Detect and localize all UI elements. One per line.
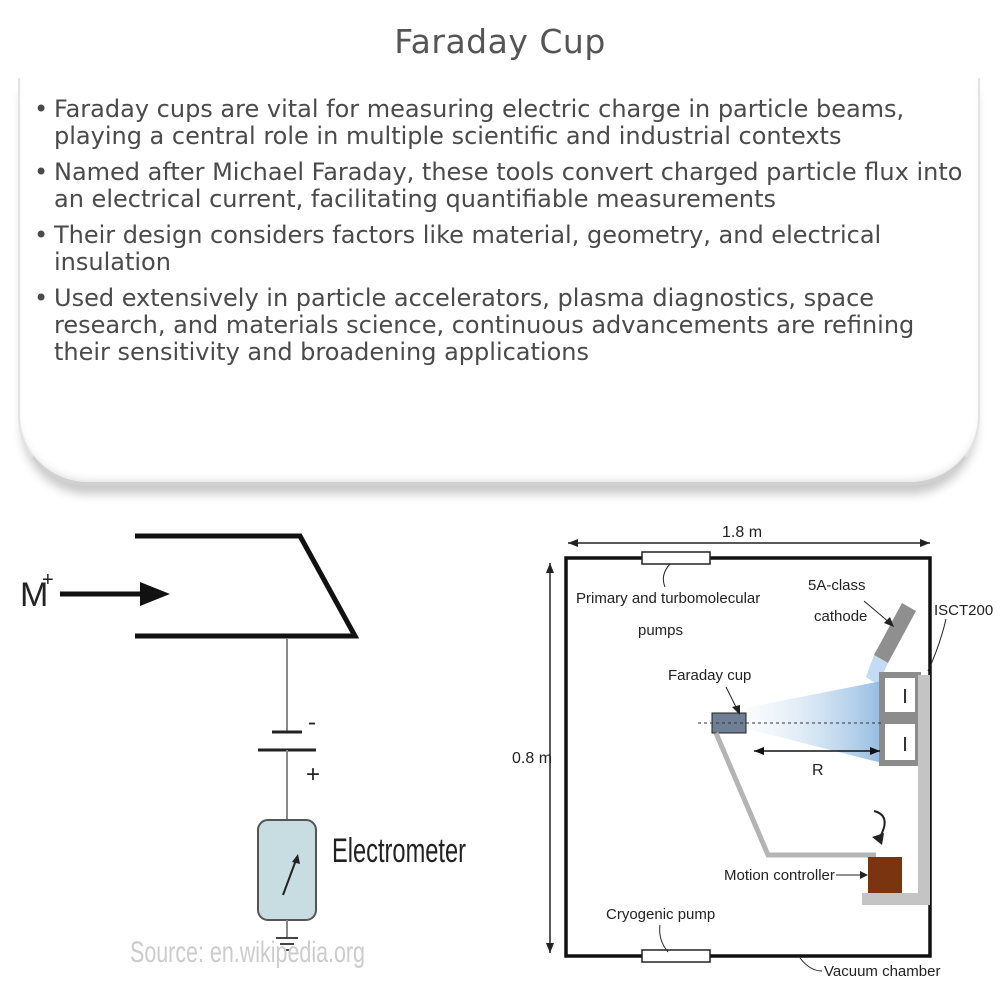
bullet-item: •Faraday cups are vital for measuring el… [34,96,964,150]
r-arrow-right [870,747,880,755]
bullet-dot: • [34,95,49,123]
faraday-cup-label: Faraday cup [668,667,751,684]
bullet-list: •Faraday cups are vital for measuring el… [34,96,964,375]
cup-outline [135,533,360,639]
r-arrow-left [754,747,764,755]
motion-controller-label: Motion controller [724,867,835,884]
ion-beam-arrow-head [140,582,170,606]
primary-pump-leader [662,563,671,588]
cathode-leader-arrow [884,617,894,627]
isct-leader [927,618,947,672]
electrometer-needle [282,859,297,896]
battery-plus-label: + [306,761,320,788]
ion-plume [740,681,882,763]
bullet-item: •Their design considers factors like mat… [34,222,964,276]
support-base [862,893,930,905]
vacuum-chamber-leader [799,957,823,972]
battery-minus-label: - [308,709,316,736]
vacuum-chamber-label: Vacuum chamber [824,963,940,980]
isct-label: ISCT200 [934,602,993,619]
width-arrow-right [920,539,930,547]
height-label: 0.8 m [512,750,552,767]
thruster-body-bottom [879,718,921,766]
ion-label: M [20,576,48,614]
width-label: 1.8 m [722,524,762,541]
r-label: R [812,762,824,779]
cryogenic-pump [641,949,711,963]
cathode-leader [863,600,891,624]
support-column [918,675,930,903]
thruster-body-top [879,672,921,718]
bullet-dot: • [34,284,49,312]
bullet-item: •Named after Michael Faraday, these tool… [34,159,964,213]
bullet-text: Used extensively in particle accelerator… [54,284,915,366]
motion-controller [868,857,902,893]
height-arrow-top [546,563,554,573]
page-title: Faraday Cup [394,22,606,61]
primary-pump [641,551,711,565]
faraday-cup-circuit-diagram: M + - + Electrometer Source: en.wikipedi… [20,533,466,969]
probe-arm [713,732,876,858]
bullet-item: •Used extensively in particle accelerato… [34,285,964,366]
cathode [874,603,916,663]
rotation-arrow-head [872,833,884,845]
bullet-text: Named after Michael Faraday, these tools… [54,158,963,213]
bullet-text: Faraday cups are vital for measuring ele… [54,95,905,150]
source-label: Source: en.wikipedia.org [130,936,365,969]
motion-controller-leader-arrow [860,871,868,879]
vacuum-chamber-setup-diagram: 1.8 m 0.8 m Primary and turbomolecular p… [512,524,993,980]
height-arrow-bottom [546,943,554,953]
cryogenic-pump-leader [659,924,669,953]
bullet-dot: • [34,221,49,249]
rotation-arrow-icon [873,810,886,842]
bullet-text: Their design considers factors like mate… [54,221,882,276]
electrometer-box [257,819,317,921]
cathode-label-line1: 5A-class [808,577,866,594]
electrometer-needle-tip [292,854,300,864]
width-arrow-left [568,539,578,547]
primary-pumps-label-line1: Primary and turbomolecular [576,590,760,607]
cryogenic-pump-label: Cryogenic pump [606,906,715,923]
ion-charge-label: + [42,569,54,591]
cathode-glow [866,655,888,685]
bullet-dot: • [34,158,49,186]
primary-pumps-label-line2: pumps [638,622,683,639]
electrometer-label: Electrometer [332,832,466,870]
faraday-cup-leader-arrow [732,705,740,715]
cathode-label-line2: cathode [814,608,867,625]
summary-card [18,78,980,486]
